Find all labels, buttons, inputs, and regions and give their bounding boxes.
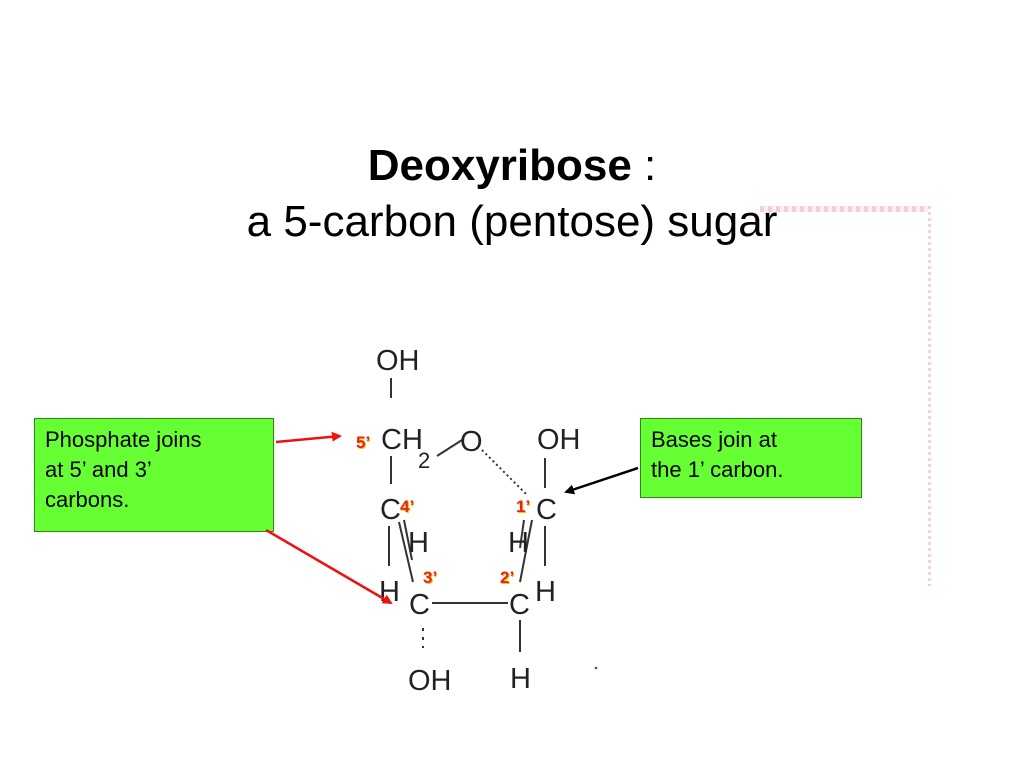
bond-o-c1 <box>481 449 529 497</box>
atom-h-c2-right: H <box>535 576 556 608</box>
carbon-number-1: 1’ <box>516 497 530 516</box>
bond-c4-c3 <box>398 521 414 583</box>
atom-h-c1-left: H <box>508 527 529 559</box>
carbon-number-1-shadow: 1’ <box>517 498 531 517</box>
phosphate-callout-line-1: Phosphate joins <box>45 427 202 452</box>
atom-ch2: CH <box>381 424 423 456</box>
title-line-1: Deoxyribose : <box>0 138 1024 194</box>
carbon-number-labels: 5’ 5’ 4’ 4’ 3’ 3’ 2’ 2’ 1’ 1’ <box>356 433 531 588</box>
bond-c4-h-right <box>403 519 413 561</box>
title-term: Deoxyribose <box>367 141 632 190</box>
title-subtitle: a 5-carbon (pentose) sugar <box>246 197 778 246</box>
bases-callout-line-1: Bases join at <box>651 427 777 452</box>
bases-callout-line-2: the 1’ carbon. <box>651 457 784 482</box>
carbon-number-2-shadow: 2’ <box>501 569 515 588</box>
carbon-number-5: 5’ <box>356 433 370 452</box>
decorative-margin-strip <box>928 206 931 586</box>
arrow-to-5-carbon <box>275 431 342 444</box>
atom-oh-right: OH <box>537 424 581 456</box>
atom-labels: OH CH 2 O OH C C H H H C C H OH H <box>376 345 581 697</box>
carbon-number-3: 3’ <box>423 568 437 587</box>
phosphate-callout: Phosphate joins at 5’ and 3’ carbons. <box>34 418 274 532</box>
atom-oh-top: OH <box>376 345 420 377</box>
arrow-to-1-carbon <box>564 466 639 495</box>
atom-c2: C <box>509 589 530 621</box>
decorative-top-strip <box>760 206 930 212</box>
bond-lines <box>388 378 546 652</box>
slide-title: Deoxyribose : a 5-carbon (pentose) sugar <box>0 138 1024 250</box>
atom-ring-oxygen: O <box>460 426 483 458</box>
carbon-number-4-shadow: 4’ <box>401 498 415 517</box>
atom-oh-bottom: OH <box>408 665 452 697</box>
atom-ch2-subscript: 2 <box>418 448 430 473</box>
atom-h-bottom: H <box>510 663 531 695</box>
atom-c4: C <box>380 494 401 526</box>
bases-callout: Bases join at the 1’ carbon. <box>640 418 862 498</box>
carbon-number-2: 2’ <box>500 568 514 587</box>
atom-c3: C <box>409 589 430 621</box>
stray-dot <box>594 666 598 670</box>
bond-c1-h <box>519 519 525 549</box>
carbon-number-3-shadow: 3’ <box>424 569 438 588</box>
title-colon: : <box>631 141 657 190</box>
bond-ch2-o <box>436 439 463 457</box>
arrow-to-3-carbon <box>265 528 393 605</box>
bond-c1-c2 <box>519 519 533 583</box>
atom-h-c4-right: H <box>408 527 429 559</box>
carbon-number-5-shadow: 5’ <box>357 434 371 453</box>
atom-c1: C <box>536 494 557 526</box>
phosphate-callout-line-2: at 5’ and 3’ <box>45 457 152 482</box>
phosphate-callout-line-3: carbons. <box>45 487 130 512</box>
carbon-number-4: 4’ <box>400 497 414 516</box>
